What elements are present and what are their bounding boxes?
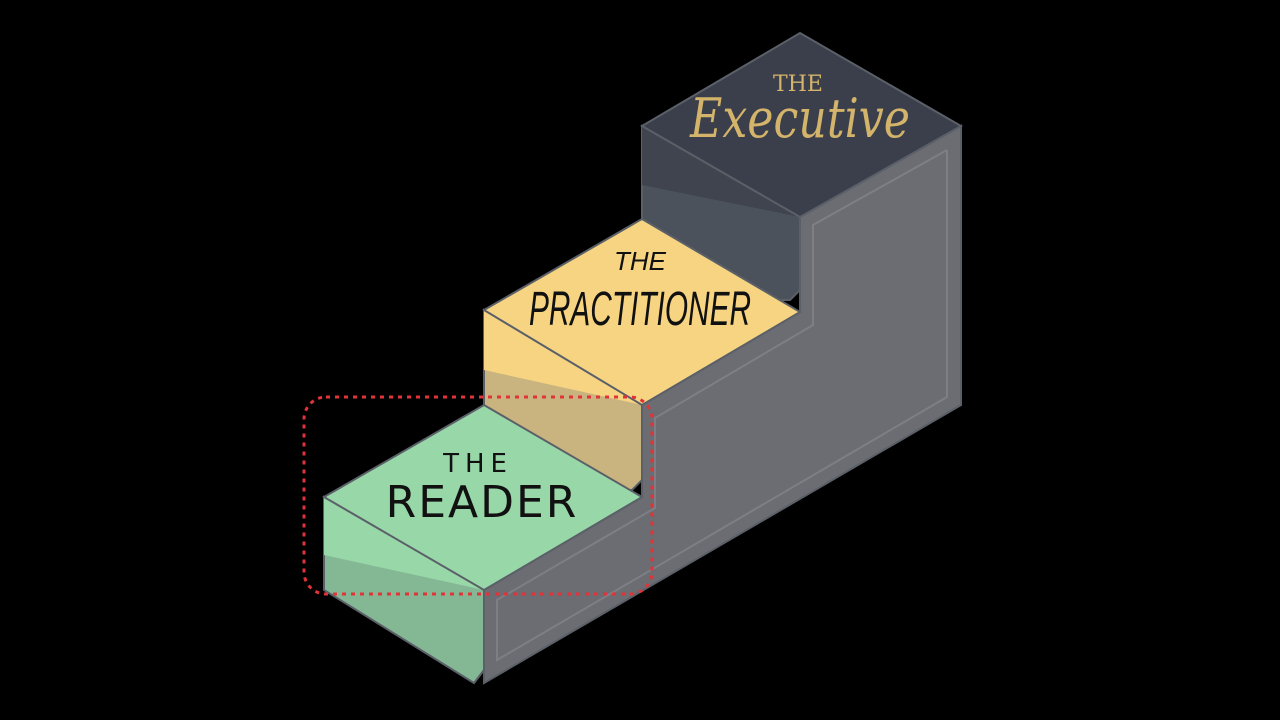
practitioner-title: PRACTITIONER: [529, 283, 751, 336]
reader-top-face: [322, 403, 644, 592]
executive-prefix: THE: [773, 72, 823, 97]
staircase-inner-line: [496, 149, 948, 662]
reader-prefix: THE: [442, 449, 513, 479]
reader-highlight-box: [302, 395, 654, 596]
practitioner-prefix: THE: [614, 246, 667, 276]
practitioner-top-face: [482, 217, 802, 407]
reader-title: READER: [386, 477, 579, 528]
executive-top-face: [640, 31, 964, 219]
executive-title: Executive: [689, 87, 910, 150]
